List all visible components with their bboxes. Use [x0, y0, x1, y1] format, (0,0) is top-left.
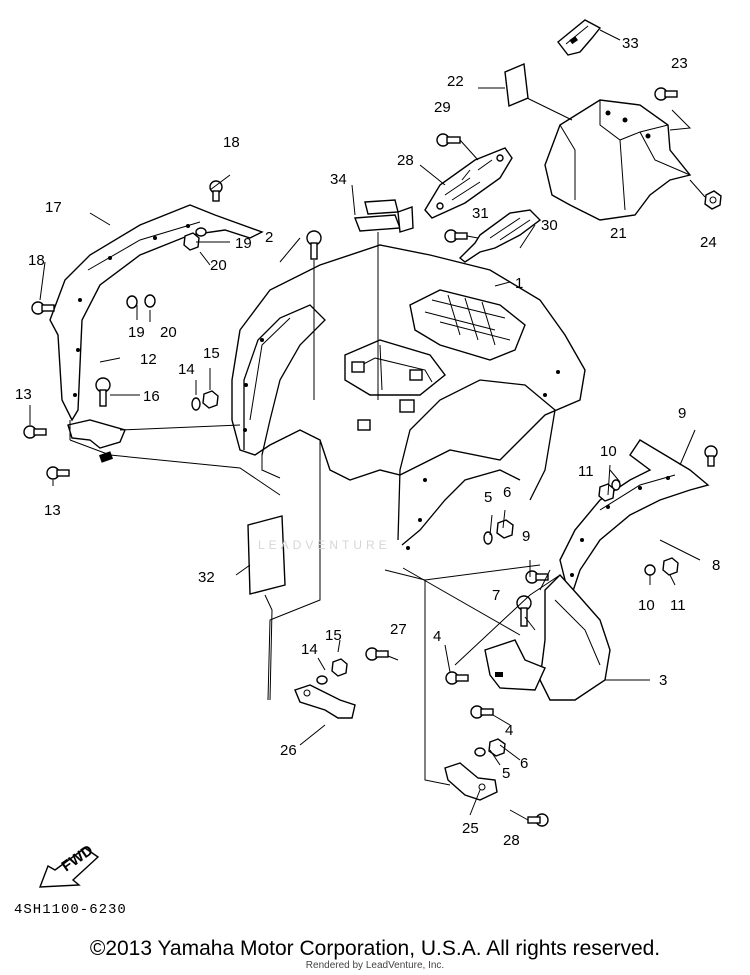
callout-9-mid: 9 [522, 528, 530, 545]
part-33-decal [247, 515, 286, 595]
callout-1: 1 [515, 275, 523, 292]
part-23-bolt [654, 87, 678, 101]
callout-22: 22 [447, 73, 464, 90]
callout-6-bottom: 6 [520, 755, 528, 772]
callout-5-top: 5 [484, 489, 492, 506]
part-27-bracket [294, 684, 356, 719]
part-32-bolt [444, 229, 468, 243]
callout-25: 33 [622, 35, 639, 52]
part-24-nut [704, 190, 722, 210]
watermark-center: LEADVENTURE [258, 538, 391, 552]
assembly-lines [29, 29, 706, 821]
part-25-clip [557, 19, 602, 56]
part-13-bolts [23, 425, 70, 480]
part-1-rear-fender [231, 244, 586, 550]
callout-9-top: 9 [678, 405, 686, 422]
copyright-notice: ©2013 Yamaha Motor Corporation, U.S.A. A… [89, 937, 661, 960]
callout-10-mid: 10 [638, 597, 655, 614]
rendered-by-watermark: Rendered by LeadVenture, Inc. [305, 960, 445, 971]
callout-17: 17 [45, 199, 62, 216]
callout-30: 29 [434, 99, 451, 116]
callout-10-top: 10 [600, 443, 617, 460]
part-18-bolts [31, 180, 223, 315]
callout-5-bottom: 5 [502, 765, 510, 782]
callout-6-top: 6 [503, 484, 511, 501]
callout-24: 24 [700, 234, 717, 251]
callout-8: 8 [712, 557, 720, 574]
part-9-bolts [525, 445, 718, 584]
callout-12: 12 [140, 351, 157, 368]
callout-19-left: 19 [128, 324, 145, 341]
callout-15-lower: 15 [325, 627, 342, 644]
part-22-decal [504, 62, 529, 108]
callout-3: 3 [659, 672, 667, 689]
part-21-tail-cover [544, 99, 692, 221]
callout-13-bottom: 13 [44, 502, 61, 519]
callout-19-top: 19 [235, 235, 252, 252]
fwd-arrow: FWD [38, 842, 100, 888]
callout-28-left: 27 [390, 621, 407, 638]
callout-16: 16 [143, 388, 160, 405]
part-30-bolt [436, 133, 461, 147]
callout-4-top: 4 [433, 628, 441, 645]
callout-32: 31 [472, 205, 489, 222]
part-34-decals [354, 199, 414, 233]
callout-21: 21 [610, 225, 627, 242]
callout-13-top: 13 [15, 386, 32, 403]
callout-34: 34 [330, 171, 347, 188]
callout-14-lower: 14 [301, 641, 318, 658]
callout-18-left: 18 [28, 252, 45, 269]
part-29-plate [424, 147, 513, 219]
callout-28-bottom: 28 [503, 832, 520, 849]
diagram-code: 4SH1100-6230 [14, 902, 127, 918]
callout-33: 32 [198, 569, 215, 586]
callout-7: 7 [492, 587, 500, 604]
callout-23: 23 [671, 55, 688, 72]
callout-11-top: 11 [578, 463, 594, 480]
part-16-bolt [95, 377, 111, 407]
callout-4-bottom: 4 [505, 722, 513, 739]
callout-18-top: 18 [223, 134, 240, 151]
callout-labels: 33 22 23 29 28 34 21 24 31 30 18 17 19 2… [15, 35, 720, 849]
part-31-bracket [458, 209, 542, 263]
callout-20-top: 20 [210, 257, 227, 274]
part-2-bolt [306, 230, 322, 260]
fender-stay-bracket [484, 639, 546, 691]
callout-11-mid: 11 [670, 597, 686, 614]
part-19-20-hardware [126, 227, 207, 309]
part-3-fender [539, 573, 611, 701]
callout-27: 26 [280, 742, 297, 759]
callout-29: 28 [397, 152, 414, 169]
callout-15-left: 15 [203, 345, 220, 362]
part-10-11-hardware [598, 479, 679, 576]
part-17-mudflap [49, 204, 264, 422]
callout-14-left: 14 [178, 361, 195, 378]
callout-20-left: 20 [160, 324, 177, 341]
part-5-6-hardware [474, 519, 514, 757]
part-14-15-hardware [191, 390, 348, 685]
callout-2: 2 [265, 229, 273, 246]
part-7-bolt [516, 595, 532, 627]
part-4-bolts [445, 671, 494, 719]
part-28-bolts [365, 647, 549, 827]
callout-31: 30 [541, 217, 558, 234]
part-8-mudflap [559, 439, 710, 603]
part-12-bracket [67, 419, 126, 463]
callout-26: 25 [462, 820, 479, 837]
part-26-bracket [444, 762, 498, 801]
